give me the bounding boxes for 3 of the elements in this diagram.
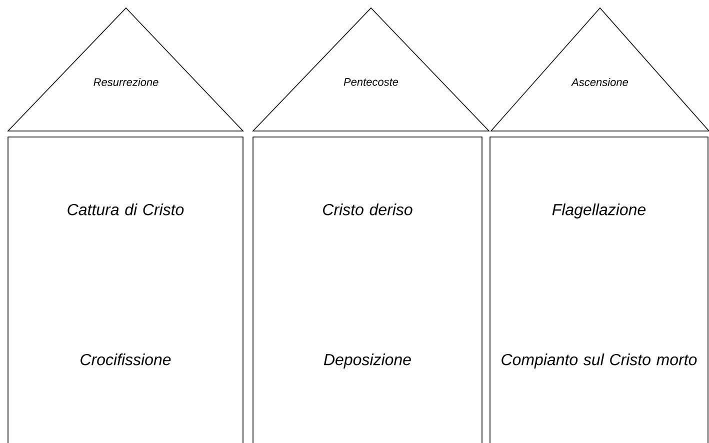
panel: Cattura di Cristo Crocifissione — [8, 136, 244, 443]
panel: Flagellazione Compianto sul Cristo morto — [490, 136, 708, 443]
panel: Cristo deriso Deposizione — [252, 136, 482, 443]
